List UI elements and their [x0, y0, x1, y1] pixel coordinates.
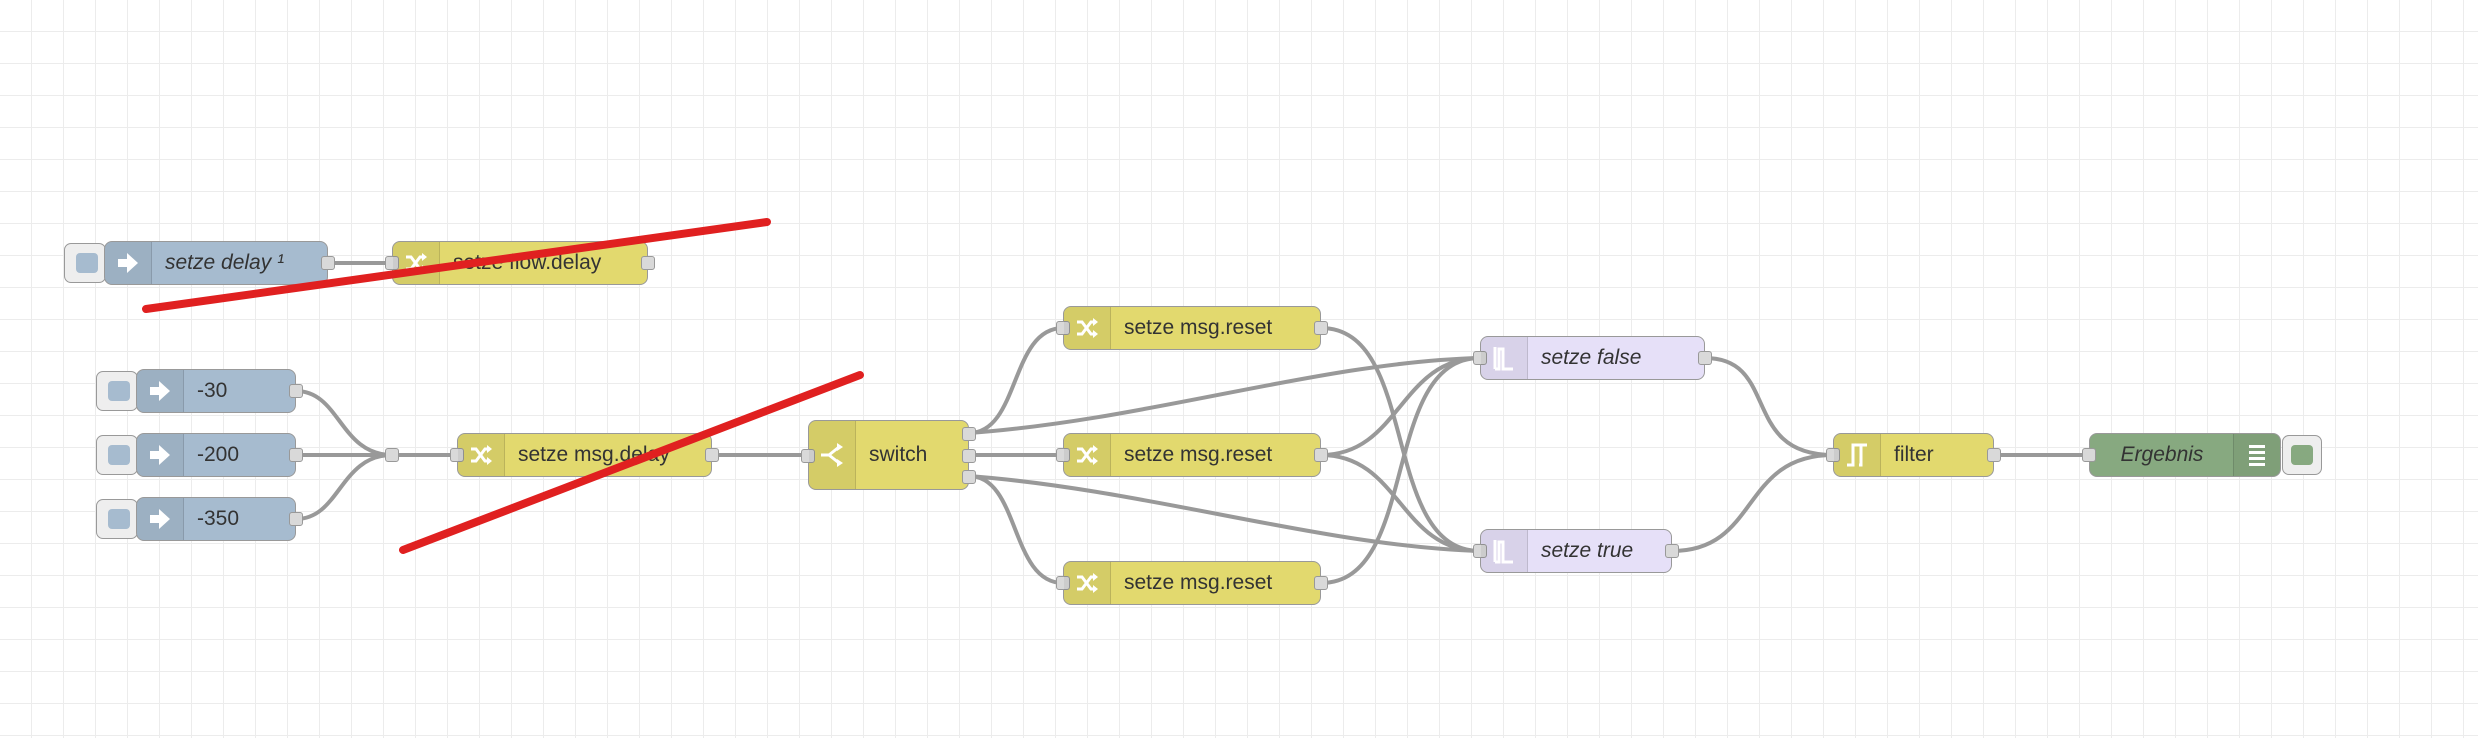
inject-trigger-button[interactable] — [64, 243, 106, 283]
wire[interactable] — [968, 474, 1481, 553]
arrow-right-icon — [105, 242, 152, 284]
node-label: setze msg.delay — [518, 443, 670, 466]
input-port[interactable] — [1473, 544, 1487, 558]
input-port[interactable] — [1056, 576, 1070, 590]
wire[interactable] — [1320, 356, 1481, 585]
change-node-setze-msg-reset-middle[interactable]: setze msg.reset — [1056, 433, 1328, 477]
node-label: setze msg.reset — [1124, 571, 1273, 594]
node-label: switch — [869, 443, 928, 466]
node-label: -30 — [197, 379, 228, 402]
inject-node-setze-delay[interactable]: setze delay ¹ — [104, 241, 335, 285]
debug-node-ergebnis[interactable]: Ergebnis — [2082, 433, 2281, 477]
inject-trigger-button[interactable] — [96, 435, 138, 475]
inject-trigger-button[interactable] — [96, 371, 138, 411]
output-port[interactable] — [641, 256, 655, 270]
filter-node[interactable]: filter — [1826, 433, 2001, 477]
node-label: setze delay ¹ — [165, 251, 285, 274]
change-node-setze-msg-reset-top[interactable]: setze msg.reset — [1056, 306, 1328, 350]
input-port[interactable] — [1826, 448, 1840, 462]
trigger-icon — [1481, 530, 1528, 572]
input-port[interactable] — [1056, 321, 1070, 335]
output-port-3[interactable] — [962, 470, 976, 484]
node-label: setze false — [1541, 346, 1642, 369]
node-label: -350 — [197, 507, 240, 530]
inject-trigger-button[interactable] — [96, 499, 138, 539]
arrow-right-icon — [137, 434, 184, 476]
node-label: setze flow.delay — [453, 251, 602, 274]
input-port[interactable] — [1473, 351, 1487, 365]
filter-icon — [1834, 434, 1881, 476]
wire[interactable] — [968, 326, 1064, 435]
input-port[interactable] — [2082, 448, 2096, 462]
arrow-right-icon — [137, 498, 184, 540]
list-icon — [2233, 434, 2280, 476]
output-port[interactable] — [1314, 321, 1328, 335]
change-node-setze-msg-reset-bottom[interactable]: setze msg.reset — [1056, 561, 1328, 605]
switch-icon — [809, 421, 856, 489]
wire[interactable] — [1320, 453, 1481, 553]
wire-junction[interactable] — [385, 448, 399, 462]
trigger-node-setze-false[interactable]: setze false — [1473, 336, 1712, 380]
output-port[interactable] — [1665, 544, 1679, 558]
node-label: -200 — [197, 443, 240, 466]
debug-toggle-button[interactable] — [2282, 435, 2322, 475]
wire[interactable] — [1704, 356, 1834, 457]
inject-node-minus-200[interactable]: -200 — [136, 433, 303, 477]
inject-button-square — [108, 445, 130, 465]
wire[interactable] — [295, 453, 393, 521]
wire[interactable] — [1671, 453, 1834, 553]
inject-button-square — [108, 509, 130, 529]
output-port[interactable] — [1314, 448, 1328, 462]
wire[interactable] — [295, 389, 393, 457]
trigger-node-setze-true[interactable]: setze true — [1473, 529, 1679, 573]
shuffle-icon — [458, 434, 505, 476]
node-label: filter — [1894, 443, 1934, 466]
wire[interactable] — [968, 356, 1481, 435]
change-node-setze-flow-delay[interactable]: setze flow.delay — [385, 241, 655, 285]
inject-node-minus-350[interactable]: -350 — [136, 497, 303, 541]
output-port[interactable] — [1987, 448, 2001, 462]
output-port-2[interactable] — [962, 449, 976, 463]
change-node-setze-msg-delay[interactable]: setze msg.delay — [450, 433, 719, 477]
node-label: setze true — [1541, 539, 1634, 562]
arrow-right-icon — [137, 370, 184, 412]
output-port[interactable] — [321, 256, 335, 270]
shuffle-icon — [1064, 562, 1111, 604]
trigger-icon — [1481, 337, 1528, 379]
node-label: Ergebnis — [2120, 443, 2204, 466]
inject-button-square — [76, 253, 98, 273]
shuffle-icon — [1064, 307, 1111, 349]
input-port[interactable] — [1056, 448, 1070, 462]
inject-node-minus-30[interactable]: -30 — [136, 369, 303, 413]
node-label: setze msg.reset — [1124, 316, 1273, 339]
output-port[interactable] — [289, 448, 303, 462]
wire[interactable] — [1320, 326, 1481, 553]
shuffle-icon — [393, 242, 440, 284]
switch-node[interactable]: switch — [801, 420, 976, 490]
wire[interactable] — [968, 474, 1064, 585]
output-port-1[interactable] — [962, 427, 976, 441]
output-port[interactable] — [1698, 351, 1712, 365]
output-port[interactable] — [289, 384, 303, 398]
inject-button-square — [108, 381, 130, 401]
shuffle-icon — [1064, 434, 1111, 476]
node-label: setze msg.reset — [1124, 443, 1273, 466]
wire[interactable] — [1320, 356, 1481, 457]
output-port[interactable] — [705, 448, 719, 462]
output-port[interactable] — [1314, 576, 1328, 590]
output-port[interactable] — [289, 512, 303, 526]
debug-button-square — [2291, 445, 2313, 465]
